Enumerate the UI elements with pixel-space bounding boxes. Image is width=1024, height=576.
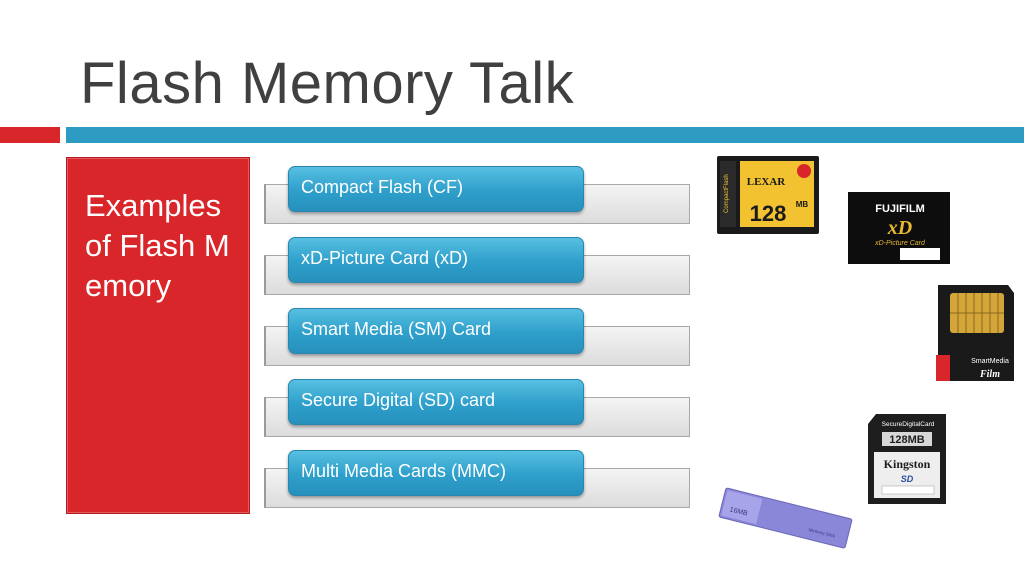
cf-brand: LEXAR xyxy=(747,176,787,188)
memory-stick-image: 16MB Memory Stick xyxy=(718,487,853,549)
ms-label: Memory Stick xyxy=(808,527,836,539)
xd-brand: FUJIFILM xyxy=(875,203,925,215)
list-item-label: xD-Picture Card (xD) xyxy=(288,237,584,283)
list-item-label: Secure Digital (SD) card xyxy=(288,379,584,425)
cf-capacity: 128 xyxy=(750,201,787,226)
xd-logo: xD xyxy=(887,217,912,239)
sd-capacity: 128MB xyxy=(889,434,925,446)
ms-capacity: 16MB xyxy=(729,506,749,517)
title-rule-accent xyxy=(0,127,60,143)
side-panel-text: Examples of Flash Memory xyxy=(85,188,230,303)
sd-card-image: SecureDigitalCard 128MB Kingston SD xyxy=(868,414,946,504)
list-item-label: Multi Media Cards (MMC) xyxy=(288,450,584,496)
cf-unit: MB xyxy=(796,200,809,209)
compact-flash-card-image: CompactFlash LEXAR 128 MB xyxy=(717,156,819,234)
title-rule xyxy=(66,127,1024,143)
sm-brand: SmartMedia xyxy=(971,358,1009,365)
side-panel: Examples of Flash Memory xyxy=(66,157,250,514)
xd-subtitle: xD-Picture Card xyxy=(874,240,926,247)
sd-logo: SD xyxy=(901,474,914,484)
smartmedia-card-image: SmartMedia Film xyxy=(936,285,1014,381)
sd-header: SecureDigitalCard xyxy=(882,421,935,428)
list-item-label: Smart Media (SM) Card xyxy=(288,308,584,354)
sm-mark: Film xyxy=(979,369,1000,380)
cf-side-label: CompactFlash xyxy=(724,174,730,213)
xd-card-image: FUJIFILM xD xD-Picture Card xyxy=(848,192,950,264)
list-item-label: Compact Flash (CF) xyxy=(288,166,584,212)
slide-title: Flash Memory Talk xyxy=(80,51,575,116)
sd-brand: Kingston xyxy=(884,457,931,471)
